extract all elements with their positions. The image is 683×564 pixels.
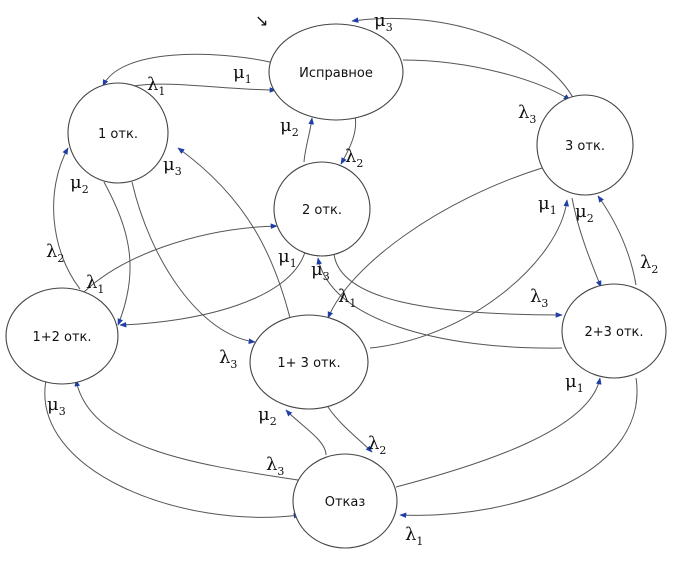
rate-mu3-fail-f12: μ3	[47, 394, 66, 418]
edge-f12-to-fail	[44, 379, 301, 519]
edge-f1-to-f13	[131, 181, 256, 344]
state-f23-label: 2+3 отк.	[584, 325, 643, 340]
rate-lambda1-ok-f1: λ1	[147, 74, 165, 98]
edge-f3-to-f13	[327, 167, 543, 319]
edge-fail-to-f23	[395, 377, 602, 488]
edge-f2-to-f12	[119, 251, 306, 328]
state-f12-label: 1+2 отк.	[32, 330, 91, 345]
rate-mu1-fail-f23: μ1	[565, 371, 584, 395]
edge-f2-to-f23	[333, 253, 563, 318]
state-f2-label: 2 отк.	[302, 203, 342, 218]
rate-lambda2-f3-f23: λ2	[640, 252, 658, 276]
rate-lambda1-f23-fail: λ1	[405, 524, 423, 548]
edge-ok-to-f3	[402, 59, 571, 101]
rate-lambda3-f12-fail: λ3	[266, 454, 284, 478]
rate-mu2-f2-ok: μ2	[280, 115, 299, 139]
state-f13: 1+ 3 отк.	[249, 314, 369, 410]
rate-lambda1-f3-f13: λ1	[338, 286, 356, 310]
edge-f12-to-f2	[79, 223, 278, 297]
rate-lambda2-f13-fail: λ2	[368, 433, 386, 457]
rate-lambda3-ok-f3: λ3	[518, 102, 536, 126]
edge-fail-to-f13	[285, 409, 327, 456]
rate-mu1-f12-f2: μ1	[278, 246, 297, 270]
rate-lambda2-ok-f2: λ2	[345, 146, 363, 170]
edge-f1-to-f12	[103, 181, 131, 326]
state-nodes: Исправное 1 отк. 2 отк. 3 отк. 1+2 отк. …	[5, 23, 667, 549]
initial-state-arrow-icon: ↘	[255, 11, 268, 30]
state-f3-label: 3 отк.	[565, 139, 605, 154]
edge-ok-to-f2	[340, 115, 357, 165]
rate-mu1-ok-f1: μ1	[233, 62, 252, 86]
edge-f23-to-f2	[316, 257, 563, 349]
edge-f13-to-f1	[177, 147, 291, 319]
state-ok: Исправное	[268, 23, 404, 121]
state-f3: 3 отк.	[536, 94, 634, 196]
state-f1-label: 1 отк.	[98, 127, 138, 142]
rate-mu1-f13-f3: μ1	[538, 193, 557, 217]
state-f23: 2+3 отк.	[561, 283, 667, 379]
edge-f13-to-fail	[327, 406, 373, 453]
edge-ok-to-f1	[102, 53, 271, 87]
edge-f13-to-f3	[369, 199, 570, 349]
edge-f2-to-ok	[303, 117, 314, 163]
rate-labels: μ1 λ1 μ3 λ3 μ2 λ2 μ3 μ2 λ2 λ1 μ1 μ3 λ1 λ…	[46, 10, 658, 548]
state-ok-label: Исправное	[299, 66, 373, 81]
rate-mu2-f23-f3: μ2	[575, 201, 594, 225]
rate-mu3-f3-ok: μ3	[374, 10, 393, 34]
state-f12: 1+2 отк.	[5, 287, 119, 385]
state-f1: 1 отк.	[67, 82, 169, 184]
state-fail: Отказ	[292, 453, 398, 549]
rate-mu3-f23-f2: μ3	[311, 259, 330, 283]
rate-lambda3-f1-f13: λ3	[219, 347, 237, 371]
rate-lambda2-f1-f12: λ2	[46, 241, 64, 265]
rate-mu3-f13-f1: μ3	[163, 154, 182, 178]
edge-fail-to-f12	[74, 379, 299, 481]
transition-edges	[44, 17, 638, 519]
rate-mu2-f12-f1: μ2	[70, 172, 89, 196]
edge-f12-to-f1	[53, 147, 81, 290]
edge-f3-to-f23	[571, 197, 602, 288]
state-f2: 2 отк.	[273, 161, 371, 257]
rate-lambda3-f2-f23: λ3	[530, 286, 548, 310]
rate-lambda1-f2-f12: λ1	[86, 272, 104, 296]
edge-f23-to-f3	[597, 195, 637, 286]
edge-f3-to-ok	[351, 17, 576, 102]
edge-f23-to-fail	[399, 377, 638, 519]
rate-mu2-fail-f13: μ2	[258, 404, 277, 428]
edge-f1-to-ok	[132, 83, 277, 93]
state-fail-label: Отказ	[325, 495, 366, 510]
state-f13-label: 1+ 3 отк.	[277, 356, 340, 371]
